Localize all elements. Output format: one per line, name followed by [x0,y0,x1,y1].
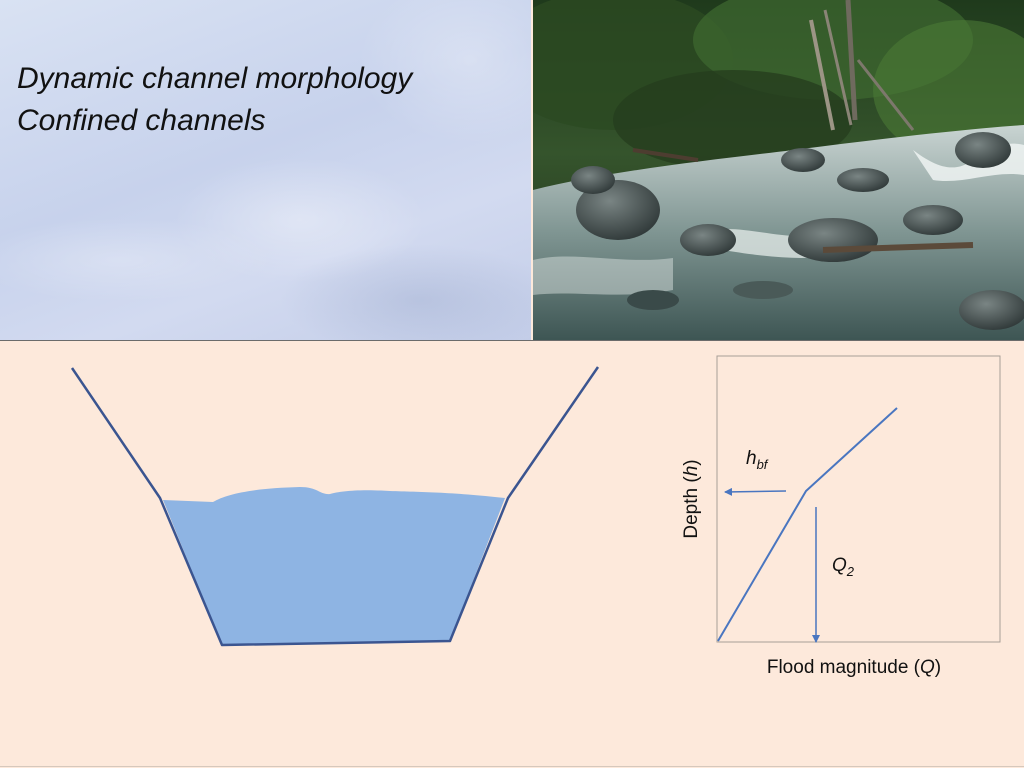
bottom-rule [0,766,1024,767]
diagram-area: hbf Q2 Depth (h) Flood magnitude (Q) [70,355,1001,678]
rating-curve [717,407,898,642]
channel-water [163,487,505,645]
y-axis-label: Depth (h) [681,459,702,538]
title-line-2: Confined channels [17,104,266,137]
panel-divider [0,340,1024,341]
graph-frame [716,355,1001,643]
depth-marker-label: hbf [746,448,769,472]
x-axis-label: Flood magnitude (Q) [767,657,941,678]
bankfull-depth-arrow [724,487,787,496]
header-panel: Dynamic channel morphology Confined chan… [0,0,1024,341]
title-line-1: Dynamic channel morphology [17,62,413,95]
depth-discharge-graph: hbf Q2 Depth (h) Flood magnitude (Q) [681,355,1001,678]
flow-marker-label: Q2 [832,555,855,579]
stream-photo [533,0,1024,341]
channel-cross-section [70,366,600,647]
slide-title: Dynamic channel morphology Confined chan… [17,58,412,142]
title-panel: Dynamic channel morphology Confined chan… [0,0,531,341]
channel-banks [70,366,600,647]
